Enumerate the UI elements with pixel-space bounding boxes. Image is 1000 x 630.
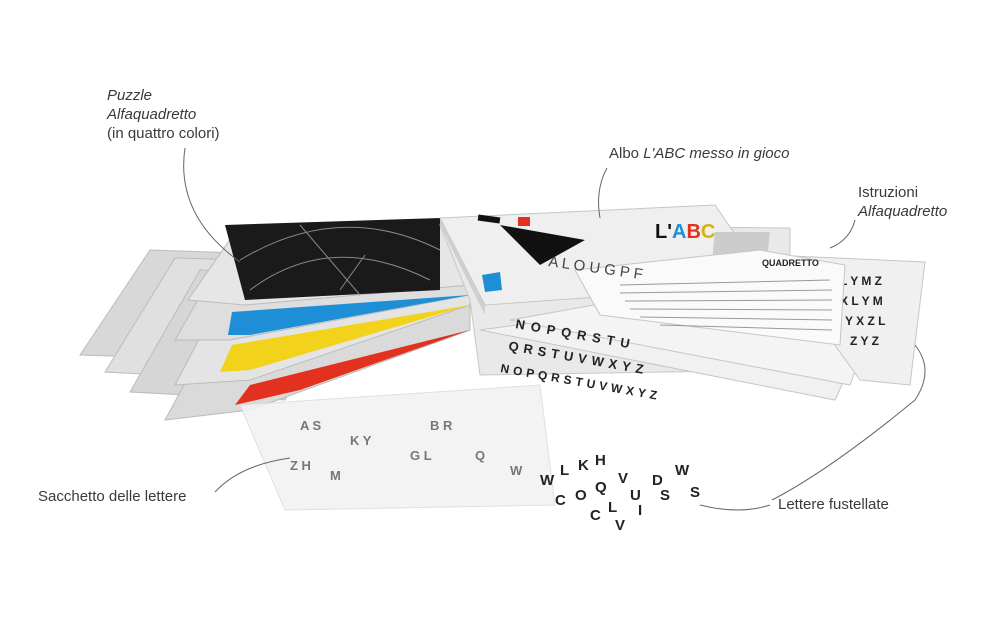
book-logo: L'ABC [655,221,715,243]
svg-text:Q: Q [475,448,485,463]
blue-strip [228,295,470,335]
sheet-col: L Y M Z [840,274,882,288]
label-istruzioni-line2: Alfaquadretto [858,203,948,220]
svg-text:D: D [652,472,663,489]
label-sacchetto: Sacchetto delle lettere [38,488,187,505]
svg-text:C: C [555,492,566,509]
label-albo-prefix: Albo [609,145,644,162]
svg-text:C: C [590,507,601,524]
svg-text:L: L [560,462,569,479]
label-puzzle-line1: Puzzle [107,87,153,104]
svg-text:H: H [595,452,606,469]
svg-text:B R: B R [430,418,453,433]
label-lettere: Lettere fustellate [778,496,889,513]
letters-bag [239,384,556,511]
svg-text:I: I [638,502,642,519]
instructions-sheet [574,249,846,346]
bag-letters: A S K Y G L Z H M B R Q W [290,418,523,483]
svg-text:V: V [615,517,625,534]
svg-text:Q: Q [595,479,607,496]
svg-text:A S: A S [300,418,322,433]
label-puzzle-line3: (in quattro colori) [107,125,220,142]
svg-text:K: K [578,457,589,474]
label-puzzle: Puzzle Alfaquadretto (in quattro colori) [107,86,220,143]
instructions-heading: QUADRETTO [762,258,819,268]
leader-lines [183,147,926,511]
black-square [225,218,440,300]
yellow-strip [220,305,470,372]
label-albo: Albo L'ABC messo in gioco [609,144,789,163]
svg-text:V: V [618,470,628,487]
svg-text:M: M [330,468,341,483]
label-istruzioni-line1: Istruzioni [858,184,919,201]
svg-text:Z H: Z H [290,458,311,473]
svg-text:W: W [510,463,523,478]
svg-text:G L: G L [410,448,432,463]
svg-text:U: U [630,487,641,504]
svg-text:S: S [660,487,670,504]
label-albo-title: L'ABC messo in gioco [643,145,790,162]
svg-text:W: W [675,462,690,479]
svg-text:Z Y Z: Z Y Z [850,334,879,348]
svg-text:W: W [540,472,555,489]
svg-text:K Y: K Y [350,433,372,448]
svg-text:X L Y M: X L Y M [840,294,883,308]
label-istruzioni: Istruzioni Alfaquadretto [858,183,947,221]
svg-text:Y X Z L: Y X Z L [845,314,885,328]
red-strip [235,330,470,405]
svg-text:L: L [608,499,617,516]
svg-text:S: S [690,484,700,501]
svg-text:O: O [575,487,587,504]
book-triangle [500,225,585,265]
label-puzzle-line2: Alfaquadretto [107,106,197,123]
